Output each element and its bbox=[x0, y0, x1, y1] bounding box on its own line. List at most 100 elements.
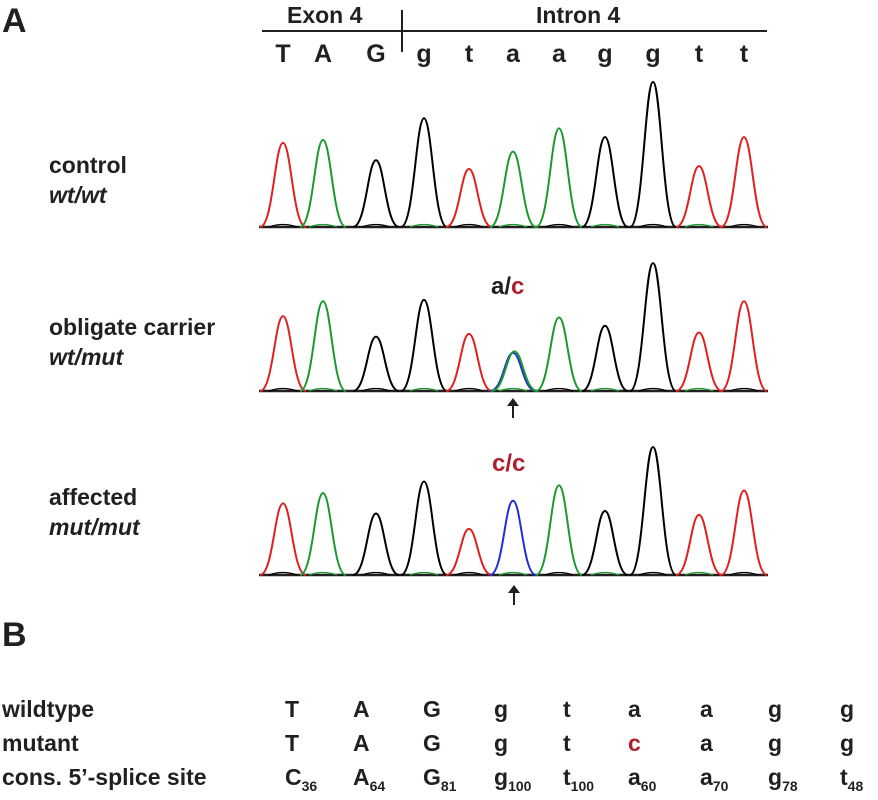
baseline-noise bbox=[544, 571, 574, 576]
base-header-4: t bbox=[464, 40, 474, 68]
baseline-noise bbox=[308, 223, 338, 228]
base-header-7: g bbox=[597, 40, 613, 68]
peak-10 bbox=[720, 136, 768, 228]
baseline-noise bbox=[544, 223, 574, 228]
seq-base: a bbox=[700, 730, 713, 756]
sample-genotype: wt/mut bbox=[49, 344, 124, 370]
peak-1 bbox=[299, 138, 347, 228]
peak-9 bbox=[675, 331, 723, 392]
peak-0 bbox=[259, 315, 307, 392]
base-header-2: G bbox=[366, 40, 386, 68]
seq-base: g bbox=[768, 730, 783, 756]
peak-2 bbox=[352, 335, 400, 392]
seq-base: g78 bbox=[768, 764, 798, 794]
peak-2 bbox=[352, 159, 400, 228]
peak-7 bbox=[581, 324, 629, 392]
seq-subscript: 60 bbox=[640, 778, 657, 794]
seq-row-label-1: mutant bbox=[2, 730, 79, 756]
seq-base: g bbox=[494, 730, 509, 756]
seq-subscript: 48 bbox=[847, 778, 864, 794]
baseline-noise bbox=[268, 223, 298, 228]
peak-9 bbox=[675, 513, 723, 576]
affected-call: c/c bbox=[492, 450, 525, 478]
trace-control bbox=[259, 80, 768, 229]
baseline-noise bbox=[498, 571, 528, 576]
base-header-6: a bbox=[552, 40, 566, 68]
baseline-noise bbox=[590, 571, 620, 576]
baseline-noise bbox=[361, 571, 391, 576]
sample-genotype: wt/wt bbox=[49, 182, 107, 208]
peak-1 bbox=[299, 492, 347, 576]
baseline-noise bbox=[268, 571, 298, 576]
seq-row-label-0: wildtype bbox=[2, 696, 95, 722]
baseline-noise bbox=[544, 387, 574, 392]
peak-5 bbox=[491, 350, 538, 392]
base-header-3: g bbox=[416, 40, 432, 68]
baseline-noise bbox=[729, 387, 759, 392]
seq-base: a bbox=[700, 696, 713, 722]
base-header-9: t bbox=[694, 40, 704, 68]
peak-0 bbox=[259, 502, 307, 576]
base-header-8: g bbox=[645, 40, 661, 68]
baseline-noise bbox=[684, 223, 714, 228]
seq-base: T bbox=[285, 696, 300, 722]
trace-affected bbox=[259, 445, 768, 577]
peak-4 bbox=[445, 527, 493, 576]
peak-4 bbox=[445, 167, 493, 228]
peak-3 bbox=[400, 298, 448, 392]
baseline-noise bbox=[638, 223, 668, 228]
call-sep: / bbox=[504, 273, 512, 300]
baseline-noise bbox=[454, 571, 484, 576]
seq-base: a60 bbox=[628, 764, 657, 794]
peak-10 bbox=[720, 300, 768, 392]
baseline-noise bbox=[729, 223, 759, 228]
mutation-arrow-carrier bbox=[507, 398, 519, 418]
seq-base: G bbox=[423, 696, 441, 722]
baseline-noise bbox=[308, 387, 338, 392]
sample-name: control bbox=[49, 152, 127, 178]
mutation-arrow-affected bbox=[508, 585, 520, 605]
seq-subscript: 100 bbox=[570, 778, 595, 794]
seq-subscript: 78 bbox=[782, 778, 798, 794]
seq-base: G81 bbox=[423, 764, 457, 794]
peak-6 bbox=[535, 316, 583, 392]
peak-9 bbox=[675, 165, 723, 228]
call-sep: / bbox=[505, 450, 513, 477]
peak-2 bbox=[352, 512, 400, 576]
seq-base: t bbox=[563, 696, 571, 722]
baseline-noise bbox=[498, 387, 528, 392]
seq-base: t48 bbox=[840, 764, 864, 794]
base-header-0: T bbox=[275, 40, 291, 68]
seq-base: g bbox=[494, 696, 509, 722]
call-mut: c bbox=[512, 450, 526, 477]
peak-8 bbox=[629, 445, 677, 576]
peak-6 bbox=[535, 484, 583, 576]
baseline-noise bbox=[361, 387, 391, 392]
seq-base: t bbox=[563, 730, 571, 756]
peak-3 bbox=[400, 480, 448, 576]
baseline-noise bbox=[454, 223, 484, 228]
seq-base: A64 bbox=[353, 764, 386, 794]
baseline-noise bbox=[409, 571, 439, 576]
peak-7 bbox=[581, 509, 629, 576]
seq-base: g100 bbox=[494, 764, 532, 794]
peak-0 bbox=[259, 141, 307, 228]
baseline-noise bbox=[409, 223, 439, 228]
baseline-noise bbox=[498, 223, 528, 228]
seq-base: T bbox=[285, 730, 300, 756]
seq-base: t100 bbox=[563, 764, 595, 794]
call-mut: c bbox=[492, 450, 506, 477]
sample-affected: affected mut/mut bbox=[49, 482, 140, 542]
peak-4 bbox=[445, 332, 493, 392]
baseline-noise bbox=[590, 223, 620, 228]
peak-5 bbox=[489, 150, 537, 228]
trace-obligate-carrier bbox=[259, 262, 768, 393]
baseline-noise bbox=[268, 387, 298, 392]
baseline-noise bbox=[684, 387, 714, 392]
base-header-1: A bbox=[313, 40, 333, 68]
baseline-noise bbox=[361, 223, 391, 228]
panel-a-label: A bbox=[2, 2, 27, 40]
sample-carrier: obligate carrier wt/mut bbox=[49, 312, 215, 372]
seq-subscript: 81 bbox=[440, 778, 457, 794]
